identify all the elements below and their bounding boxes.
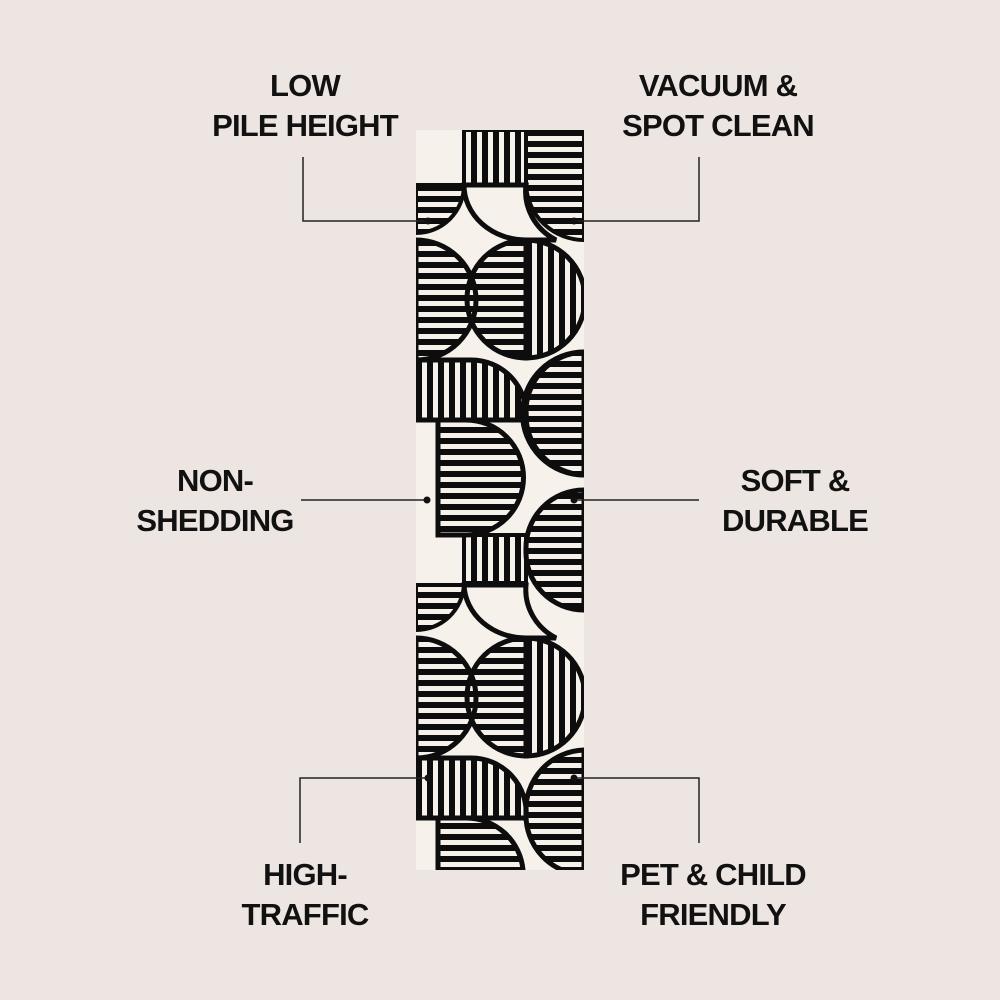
feature-label-soft-durable: SOFT & DURABLE: [710, 461, 880, 541]
feature-label-line: LOW: [270, 68, 341, 103]
callout-line-high-traffic: [299, 777, 428, 843]
feature-label-vacuum-spot-clean: VACUUM & SPOT CLEAN: [598, 66, 838, 146]
feature-label-line: VACUUM &: [638, 68, 798, 103]
feature-label-low-pile-height: LOW PILE HEIGHT: [195, 66, 415, 146]
feature-label-line: FRIENDLY: [640, 897, 787, 932]
rug-shape: [462, 130, 528, 187]
callout-line-low-pile-height: [302, 157, 428, 222]
feature-label-line: NON-: [176, 463, 254, 498]
feature-label-line: PET & CHILD: [620, 857, 807, 892]
feature-label-line: DURABLE: [722, 503, 869, 538]
rug-shape: [523, 635, 584, 759]
rug-shape: [523, 237, 584, 361]
rug-shape: [464, 635, 529, 759]
rug-shape: [462, 533, 528, 585]
feature-label-line: SOFT &: [740, 463, 851, 498]
feature-label-non-shedding: NON- SHEDDING: [125, 461, 305, 541]
feature-label-high-traffic: HIGH- TRAFFIC: [220, 855, 390, 935]
rug-shape: [523, 349, 584, 478]
feature-label-line: TRAFFIC: [241, 897, 370, 932]
callout-line-vacuum-spot-clean: [574, 157, 700, 222]
rug-shape: [435, 815, 526, 870]
runner-rug-image: [416, 130, 584, 870]
feature-label-line: SHEDDING: [136, 503, 294, 538]
feature-label-line: HIGH-: [263, 857, 348, 892]
feature-label-pet-child-friendly: PET & CHILD FRIENDLY: [598, 855, 828, 935]
feature-label-line: PILE HEIGHT: [212, 108, 399, 143]
feature-label-line: SPOT CLEAN: [622, 108, 815, 143]
callout-line-pet-child-friendly: [574, 777, 700, 843]
rug-shape: [523, 747, 584, 870]
rug-shape: [435, 417, 526, 538]
rug-shape: [464, 237, 529, 361]
rug-pattern: [416, 130, 584, 870]
